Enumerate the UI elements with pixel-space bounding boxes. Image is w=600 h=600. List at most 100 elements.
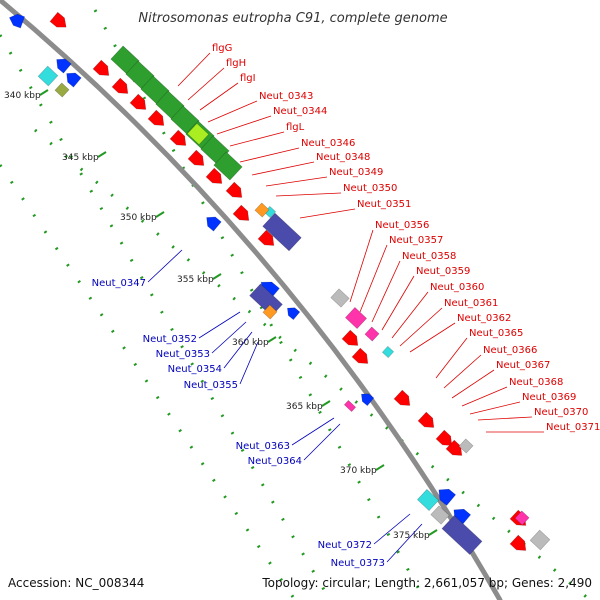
feature-red-6-body [205, 167, 223, 184]
feature-pink-3-body [514, 510, 530, 526]
feature-blue-7-body [438, 488, 457, 506]
feature-pink-1 [364, 326, 380, 342]
feature-red-0-body [92, 59, 110, 76]
leader-line [469, 401, 521, 415]
leader-line [435, 337, 468, 379]
gene-label: Neut_0372 [318, 540, 372, 551]
feature-navy-0-body [262, 212, 302, 252]
feature-red-2 [129, 93, 147, 110]
tick-mark [267, 336, 277, 343]
feature-red-4-body [169, 129, 187, 146]
feature-cyan-2-body [381, 345, 395, 359]
leader-line [359, 244, 388, 313]
leader-line [265, 176, 328, 187]
feature-red-5-body [187, 149, 205, 166]
feature-orange-1 [262, 304, 278, 320]
feature-red-11 [351, 347, 369, 364]
feature-red-7 [225, 181, 243, 198]
gene-label: Neut_0347 [92, 278, 146, 289]
tick-label: 350 kbp [120, 213, 157, 223]
tick-label: 345 kbp [62, 153, 99, 163]
leader-line [381, 275, 415, 331]
leader-line [187, 67, 225, 101]
tick-label: 365 kbp [286, 402, 323, 412]
feature-red-8 [232, 204, 250, 221]
feature-green-7-body [213, 151, 243, 181]
feature-red-15-body [445, 439, 463, 456]
leader-line [211, 321, 247, 354]
gene-label: Neut_0362 [457, 313, 511, 324]
tick-label: 360 kbp [232, 338, 269, 348]
leader-line [477, 416, 533, 421]
tick-label: 355 kbp [177, 275, 214, 285]
feature-blue-0-body [9, 13, 26, 29]
gene-label: Neut_0373 [331, 558, 385, 569]
feature-gray-3-body [529, 529, 551, 551]
gene-label: Neut_0355 [184, 380, 238, 391]
leader-line [386, 523, 423, 563]
feature-red-9-body [257, 229, 275, 246]
leader-line [349, 229, 374, 303]
feature-navy-1-body [249, 283, 283, 317]
feature-gray-2 [430, 505, 450, 525]
feature-cyan-2 [381, 345, 395, 359]
leader-line [223, 331, 253, 369]
gene-label: flgL [286, 122, 305, 133]
feature-pink-0-body [344, 307, 368, 329]
leader-line [409, 322, 456, 353]
feature-blue-6 [361, 393, 375, 407]
feature-gray-2-body [430, 505, 450, 525]
gene-features [9, 11, 551, 555]
tick-ring-1 [0, 34, 332, 600]
gene-label: Neut_0364 [248, 456, 302, 467]
gene-label: Neut_0368 [509, 377, 563, 388]
leader-line [239, 147, 300, 163]
feature-gray-1 [458, 438, 474, 454]
feature-blue-7 [438, 488, 457, 506]
leader-line [216, 115, 272, 135]
feature-red-14 [435, 429, 453, 446]
feature-red-6 [205, 167, 223, 184]
feature-green-7 [213, 151, 243, 181]
feature-orange-0 [254, 202, 270, 218]
leader-line [147, 249, 183, 283]
feature-gray-0 [330, 288, 350, 308]
feature-red-0 [92, 59, 110, 76]
feature-red-3-body [147, 109, 165, 126]
feature-lime-body [186, 123, 210, 145]
gene-label: Neut_0354 [168, 364, 222, 375]
feature-red-1-body [111, 77, 129, 94]
leader-line [371, 260, 401, 323]
tick-label: 370 kbp [340, 466, 377, 476]
gene-label: Neut_0369 [522, 392, 576, 403]
feature-blue-0 [9, 13, 26, 29]
feature-blue-5 [287, 307, 301, 321]
gene-label: flgH [226, 58, 246, 69]
gene-label: Neut_0350 [343, 183, 397, 194]
genome-backbone [0, 0, 503, 600]
feature-red-top-body [49, 11, 67, 28]
feature-red-1 [111, 77, 129, 94]
gene-label: Neut_0356 [375, 220, 429, 231]
feature-red-15 [445, 439, 463, 456]
tick-dots [0, 9, 591, 600]
gene-label: Neut_0365 [469, 328, 523, 339]
tick-mark [97, 151, 107, 158]
feature-gray-1-body [458, 438, 474, 454]
feature-red-4 [169, 129, 187, 146]
leader-line [443, 354, 482, 389]
feature-red-3 [147, 109, 165, 126]
tick-mark [39, 89, 49, 96]
gene-label: Neut_0360 [430, 282, 484, 293]
feature-red-11-body [351, 347, 369, 364]
gene-label: Neut_0357 [389, 235, 443, 246]
leader-line [461, 386, 508, 407]
gene-label: Neut_0351 [357, 199, 411, 210]
gene-label: Neut_0358 [402, 251, 456, 262]
feature-pink-2 [343, 399, 357, 413]
tick-ring-3 [0, 164, 297, 600]
feature-lime [186, 123, 210, 145]
leader-line [299, 208, 356, 219]
genome-stats-text: Topology: circular; Length: 2,661,057 bp… [261, 576, 592, 590]
